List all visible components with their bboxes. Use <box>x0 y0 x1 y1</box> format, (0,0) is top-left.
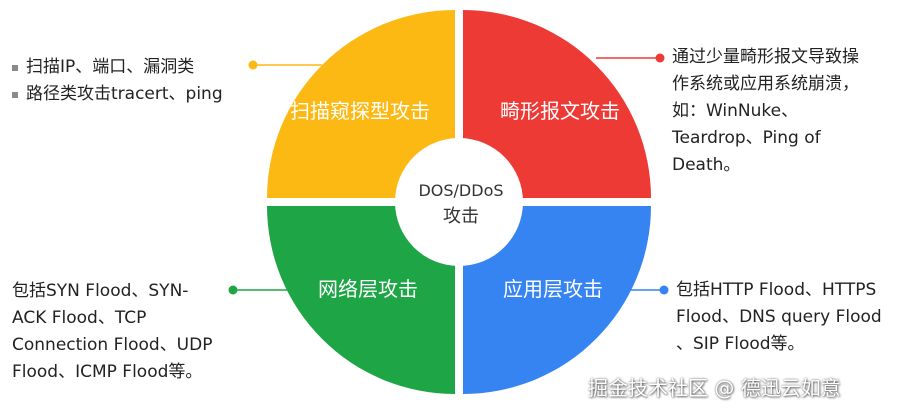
bullet-square-icon <box>12 91 18 98</box>
connector-dot-network <box>228 285 238 295</box>
quadrant-application <box>463 206 651 394</box>
quadrant-label-network: 网络层攻击 <box>318 277 418 301</box>
quadrant-malformed <box>463 10 651 198</box>
center-circle <box>395 138 523 266</box>
quadrant-label-scan: 扫描窥探型攻击 <box>290 99 430 123</box>
connector-dot-scan <box>248 60 258 70</box>
center-label-line1: DOS/DDoS <box>418 181 503 200</box>
description-scan: 扫描IP、端口、漏洞类 路径类攻击tracert、ping <box>12 54 223 108</box>
list-item: 路径类攻击tracert、ping <box>12 81 223 108</box>
list-item: 扫描IP、端口、漏洞类 <box>12 54 223 81</box>
quadrant-network <box>267 206 455 394</box>
description-application: 包括HTTP Flood、HTTPS Flood、DNS query Flood… <box>676 280 882 354</box>
description-network: 包括SYN Flood、SYN- ACK Flood、TCP Connectio… <box>12 281 213 382</box>
watermark: 掘金技术社区 @ 德迅云如意 <box>588 376 841 400</box>
bullet-square-icon <box>12 64 18 71</box>
quadrant-label-malformed: 畸形报文攻击 <box>500 99 620 123</box>
connector-dot-malformed <box>655 53 665 63</box>
quadrant-label-application: 应用层攻击 <box>503 277 603 301</box>
connector-dot-application <box>659 285 669 295</box>
center-label-line2: 攻击 <box>443 206 479 227</box>
description-malformed: 通过少量畸形报文导致操 作系统或应用系统崩溃， 如：WinNuke、 Teard… <box>672 47 859 175</box>
quadrant-scan <box>267 10 455 198</box>
